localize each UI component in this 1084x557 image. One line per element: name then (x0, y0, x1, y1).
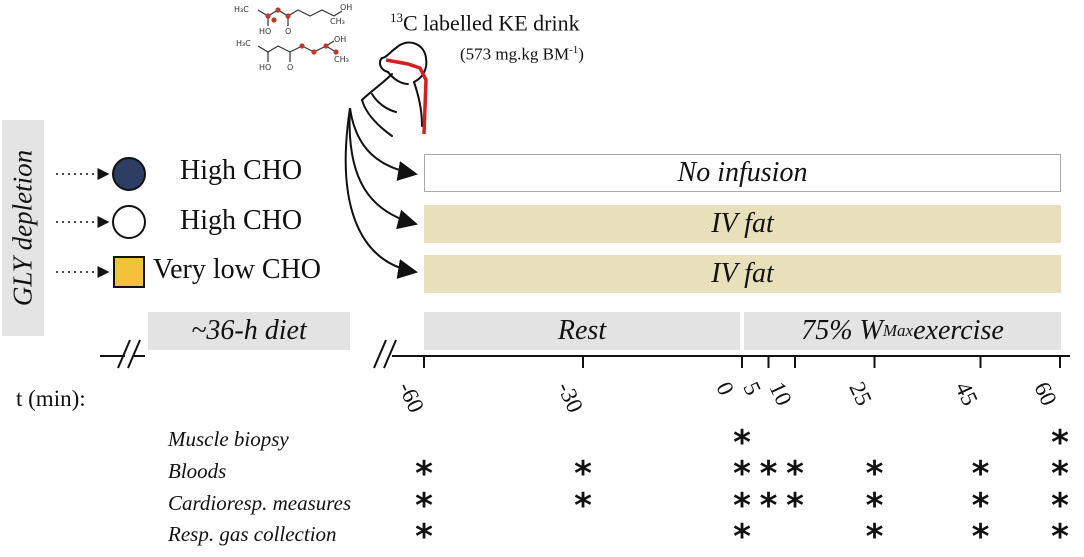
sample-star: * (415, 454, 433, 494)
sample-star: * (1051, 486, 1069, 526)
sample-star: * (1051, 423, 1069, 463)
side-label-bar (2, 120, 44, 336)
sample-star: * (415, 517, 433, 557)
rest-phase-bar: Rest (424, 312, 740, 350)
svg-text:H₃C: H₃C (236, 39, 251, 48)
sample-star: * (1051, 454, 1069, 494)
sample-star: * (733, 517, 751, 557)
sample-star: * (574, 454, 592, 494)
svg-text:O: O (287, 63, 293, 72)
sample-star: * (786, 454, 804, 494)
sample-star: * (971, 517, 990, 557)
sample-star: * (733, 423, 751, 463)
sample-star: * (865, 517, 884, 557)
svg-text:CH₃: CH₃ (334, 55, 349, 64)
arrow-to-iv-fat-1 (348, 107, 418, 230)
sample-star: * (759, 486, 778, 526)
sample-star: * (865, 454, 884, 494)
svg-text:HO: HO (259, 63, 271, 72)
arrow-to-no-infusion (349, 107, 418, 181)
measure-label-resp-gas: Resp. gas collection (168, 522, 337, 546)
infusion-bar-none: No infusion (424, 154, 1061, 192)
sample-star: * (1051, 517, 1069, 557)
condition-label-1: High CHO (180, 155, 303, 186)
svg-text:HO: HO (259, 27, 271, 36)
sample-star: * (733, 486, 751, 526)
sample-star: * (574, 486, 592, 526)
drink-title: 13C labelled KE drink (390, 10, 580, 36)
svg-text:OH: OH (340, 3, 352, 12)
time-axis-ticks (423, 356, 1061, 368)
sample-star: * (865, 486, 884, 526)
measure-label-muscle-biopsy: Muscle biopsy (168, 427, 289, 451)
svg-text:H₃C: H₃C (234, 5, 249, 14)
condition-label-3: Very low CHO (153, 254, 321, 285)
sample-star: * (733, 454, 751, 494)
sample-star: * (971, 454, 990, 494)
infusion-bar-iv-fat-2: IV fat (424, 255, 1061, 293)
svg-text:CH₃: CH₃ (330, 17, 345, 26)
svg-text:OH: OH (334, 35, 346, 44)
measure-label-cardioresp: Cardioresp. measures (168, 491, 352, 515)
condition-marker-filled-circle (112, 157, 146, 191)
condition-label-2: High CHO (180, 205, 303, 236)
condition-marker-square (113, 256, 145, 288)
arrow-to-iv-fat-2 (344, 107, 418, 279)
diet-bar: ~36-h diet (148, 312, 350, 350)
drink-dose: (573 mg.kg BM-1) (460, 44, 584, 64)
condition-marker-open-circle (112, 205, 146, 239)
svg-text:O: O (285, 27, 291, 36)
sample-star: * (971, 486, 990, 526)
sample-star: * (759, 454, 778, 494)
sample-star: * (415, 486, 433, 526)
measure-label-bloods: Bloods (168, 459, 227, 483)
time-axis-label: t (min): (16, 386, 86, 411)
ketone-ester-structure-icon: H₃C HO O OH CH₃ H₃C HO O OH CH₃ (234, 3, 352, 72)
infusion-bar-iv-fat-1: IV fat (424, 205, 1061, 243)
person-drinking-icon (361, 41, 428, 137)
sample-star: * (786, 486, 804, 526)
